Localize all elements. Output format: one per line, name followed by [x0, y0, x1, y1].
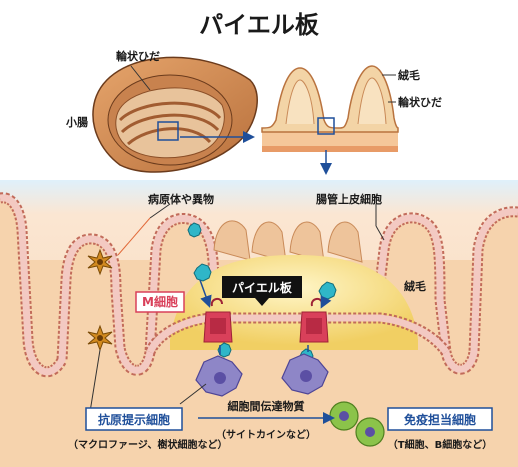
immune-cell	[329, 401, 359, 431]
svg-text:M細胞: M細胞	[142, 294, 178, 309]
immune-cell	[355, 417, 385, 447]
label-epithelial-cell: 腸管上皮細胞	[316, 192, 382, 206]
immune-cells-label: 免疫担当細胞	[387, 407, 493, 431]
svg-text:パイエル板: パイエル板	[232, 280, 293, 295]
m-cell-left	[203, 311, 233, 343]
svg-text:免疫担当細胞: 免疫担当細胞	[404, 412, 476, 427]
epithelium-layer	[0, 192, 518, 378]
m-cell-label: M細胞	[135, 291, 185, 313]
label-pathogen: 病原体や異物	[148, 192, 214, 206]
receptor-left	[210, 298, 223, 307]
label-villus-main: 絨毛	[404, 279, 426, 293]
dendritic-cell-icon	[87, 248, 113, 276]
antigen-presenting-cell	[195, 355, 243, 397]
label-apc-note: （マクロファージ、樹状細胞など）	[68, 438, 228, 451]
title: パイエル板	[199, 11, 320, 39]
peyer-patch-label: パイエル板	[222, 276, 302, 306]
pathogen-icon	[193, 263, 212, 282]
label-circular-fold-top: 輪状ひだ	[116, 49, 160, 63]
pathogen-icon	[318, 281, 337, 300]
label-circular-fold-right: 輪状ひだ	[398, 95, 442, 109]
pathogen-icon	[187, 222, 202, 238]
pathogen-icon	[217, 342, 232, 358]
label-signal-substance: 細胞間伝達物質	[228, 399, 305, 413]
antigen-presenting-cell	[281, 353, 329, 395]
label-small-intestine: 小腸	[65, 115, 88, 129]
villus-row-middle	[213, 220, 363, 263]
apc-label: 抗原提示細胞	[85, 407, 183, 431]
label-immune-cells-note: （T細胞、B細胞など）	[388, 438, 492, 451]
label-villus-top: 絨毛	[398, 68, 420, 82]
small-intestine-illustration	[92, 56, 258, 173]
villi-panel	[261, 65, 399, 152]
svg-text:抗原提示細胞: 抗原提示細胞	[98, 412, 170, 427]
m-cell-right	[299, 311, 329, 343]
label-signal-substance-note: （サイトカインなど）	[216, 428, 316, 441]
